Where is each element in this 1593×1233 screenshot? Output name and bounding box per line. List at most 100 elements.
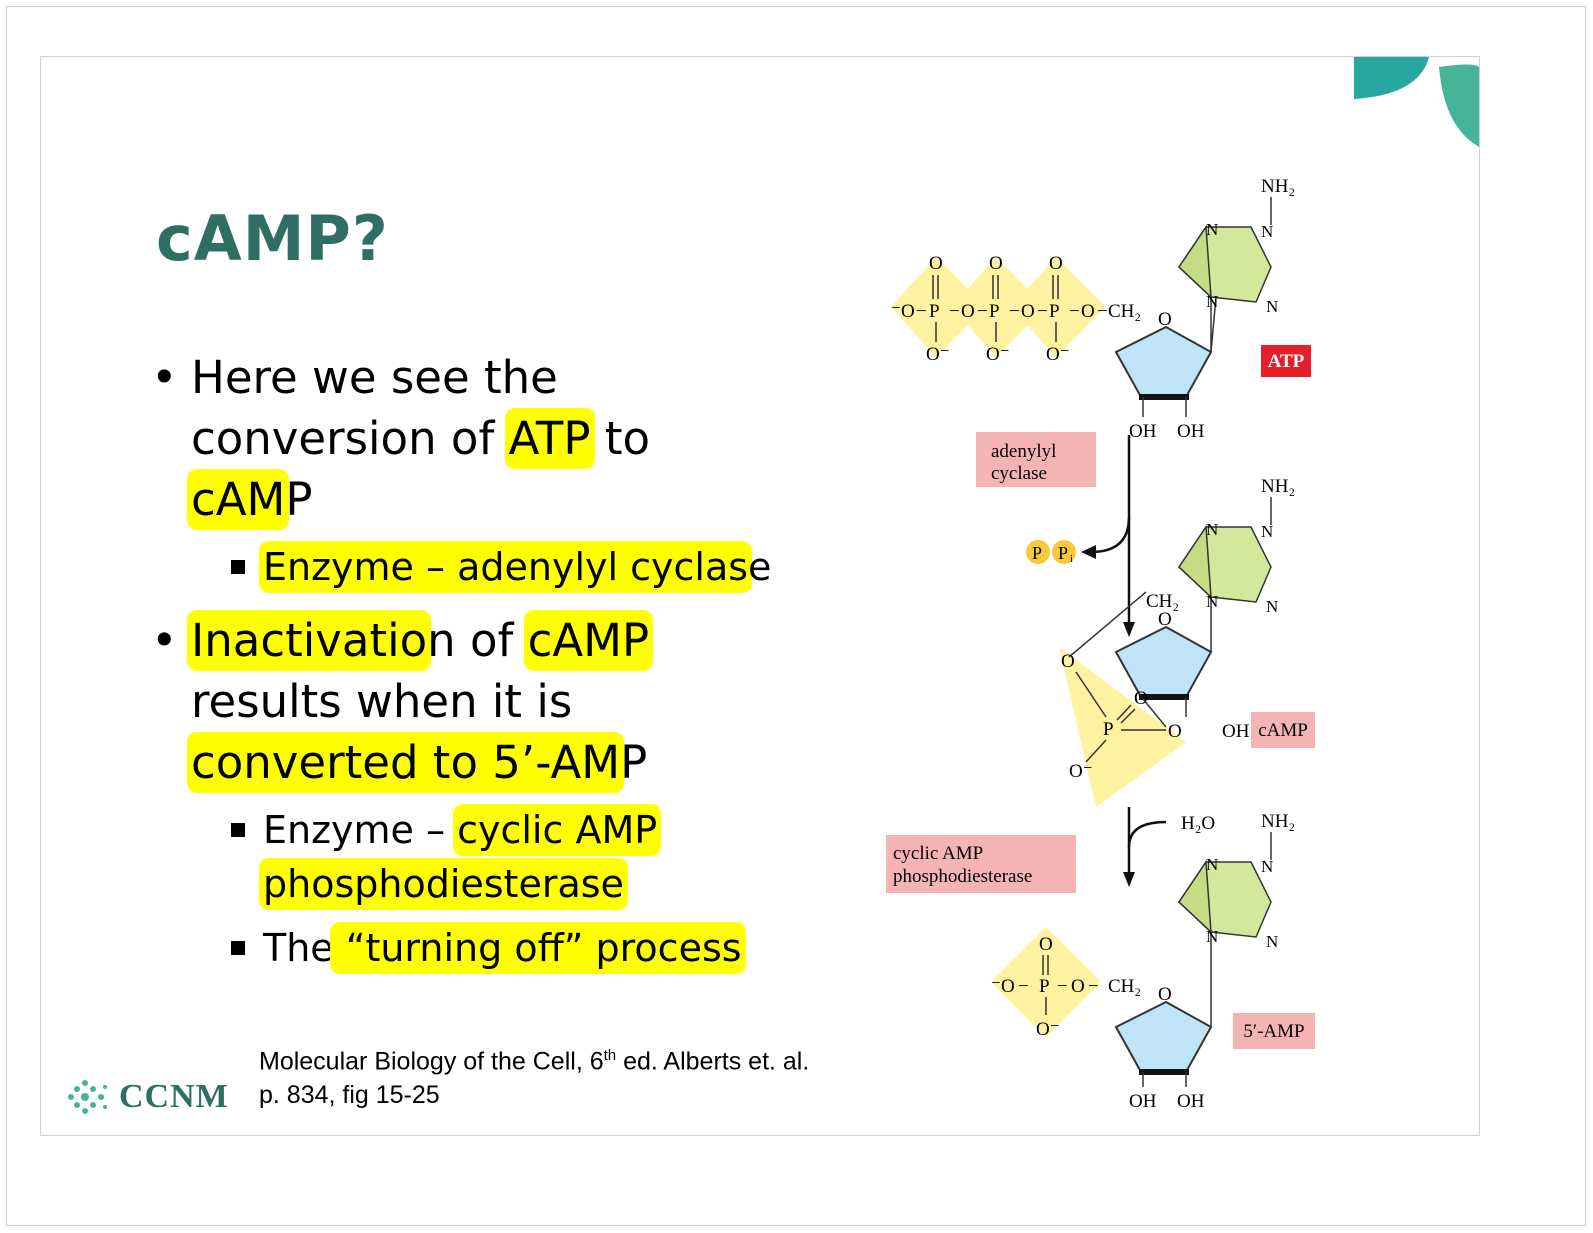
atom-o-bottom-3: O⁻ <box>1046 344 1070 365</box>
ppi-pi: P <box>1058 543 1068 563</box>
slide-title: cAMP? <box>156 202 389 275</box>
highlight-camp: cAM <box>191 473 286 526</box>
bullet-2-line-3b: P <box>620 736 648 789</box>
ppi-circle-1 <box>1026 540 1050 564</box>
slide: cAMP? Here we see the conversion of ATP … <box>40 56 1480 1136</box>
bullet-1: Here we see the conversion of ATP to cAM… <box>151 347 871 530</box>
svg-text:−: − <box>1057 976 1068 997</box>
atom-n-a1: N <box>1206 855 1218 874</box>
corner-decoration <box>1354 57 1479 147</box>
atom-n-3: N <box>1206 292 1218 311</box>
atom-o-camp-3: O <box>1168 721 1182 742</box>
svg-text:−: − <box>1069 301 1080 322</box>
atom-o-top-1: O <box>929 253 943 274</box>
citation-line-1: Molecular Biology of the Cell, 6 <box>259 1047 604 1076</box>
sub-bullet-1-tail: e <box>748 545 772 589</box>
water-label: H₂O <box>1181 813 1215 834</box>
enzyme-pde-line1: cyclic AMP <box>893 843 983 864</box>
leaf-cluster-icon <box>68 1080 107 1114</box>
atom-n-a2: N <box>1261 857 1273 876</box>
sub-bullet-2: Enzyme – cyclic AMP phosphodiesterase <box>151 803 871 911</box>
atom-p-3: P <box>1049 301 1060 322</box>
atom-o-minus-amp: ⁻O <box>991 976 1015 997</box>
atom-o-top-3: O <box>1049 253 1063 274</box>
atom-o-camp-1: O <box>1061 651 1075 672</box>
svg-text:−: − <box>1097 301 1108 322</box>
camp-label-box <box>1251 712 1315 748</box>
highlight-camp-2: cAMP <box>527 614 650 667</box>
amp-label-box <box>1233 1013 1315 1049</box>
atom-o-bottom-1: O⁻ <box>926 344 950 365</box>
ccnm-logo: CCNM <box>65 1077 229 1117</box>
enzyme-adenylyl-line2: cyclase <box>991 463 1047 484</box>
svg-text:−: − <box>1037 301 1048 322</box>
amp-molecule: ⁻O − P − O − CH₂ O O⁻ O OH OH N N N N NH… <box>991 811 1315 1112</box>
atom-n-c1: N <box>1206 520 1218 539</box>
sub-bullet-2-head: Enzyme – <box>263 808 458 852</box>
atom-ch2-atp: CH₂ <box>1108 301 1141 322</box>
sub-bullet-1: Enzyme – adenylyl cyclase <box>151 540 871 594</box>
svg-text:−: − <box>1009 301 1020 322</box>
atom-o-top-amp: O <box>1039 934 1053 955</box>
atom-o-ring-camp: O <box>1158 609 1172 630</box>
citation: Molecular Biology of the Cell, 6th ed. A… <box>259 1039 809 1112</box>
atom-oh-amp-1: OH <box>1129 1091 1157 1112</box>
highlight-enzyme-adenylyl: Enzyme – adenylyl cyclas <box>263 545 749 589</box>
enzyme-box-adenylyl-cyclase <box>976 432 1096 487</box>
bullet-1-line-3b: P <box>285 473 313 526</box>
atom-o-3: O <box>1081 301 1095 322</box>
camp-molecule: CH₂ O O P O O O⁻ OH N N N N NH₂ <box>1059 476 1315 807</box>
atom-nh2-amp: NH₂ <box>1261 811 1295 832</box>
atom-oh-camp: OH <box>1222 721 1250 742</box>
amp-label: 5′-AMP <box>1243 1021 1304 1042</box>
camp-reaction-diagram: ⁻O − P − O − P − O − P − O − CH₂ O O O <box>886 176 1315 1112</box>
highlight-converted: converted to 5’-AM <box>191 736 621 789</box>
atom-o-amp: O <box>1071 976 1085 997</box>
bullet-2-line-1b: n of <box>427 614 528 667</box>
atom-o-ring-atp: O <box>1158 309 1172 330</box>
highlight-turning-off: “turning off” process <box>333 926 742 970</box>
atom-o-bottom-amp: O⁻ <box>1036 1019 1060 1040</box>
atom-o-minus-camp: O⁻ <box>1069 761 1093 782</box>
atom-o-2: O <box>1021 301 1035 322</box>
enzyme-adenylyl-line1: adenylyl <box>991 441 1056 462</box>
atom-oh-1: OH <box>1129 421 1157 442</box>
svg-text:−: − <box>949 301 960 322</box>
bullet-1-line-2: conversion of <box>191 412 509 465</box>
logo-text: CCNM <box>119 1078 229 1115</box>
atom-p-camp: P <box>1103 719 1114 740</box>
atom-n-a3: N <box>1206 927 1218 946</box>
atp-molecule: ⁻O − P − O − P − O − P − O − CH₂ O O O <box>891 176 1311 442</box>
citation-line-1b: ed. Alberts et. al. <box>616 1047 810 1076</box>
atom-o-minus: ⁻O <box>891 301 915 322</box>
highlight-inactivation: Inactivatio <box>191 614 428 667</box>
atom-oh-amp-2: OH <box>1177 1091 1205 1112</box>
atom-p-amp: P <box>1039 976 1050 997</box>
ppi-circle-2 <box>1052 540 1076 564</box>
atom-nh2-camp: NH₂ <box>1261 476 1295 497</box>
atom-oh-2: OH <box>1177 421 1205 442</box>
svg-text:−: − <box>1018 976 1029 997</box>
atom-p-1: P <box>929 301 940 322</box>
svg-text:−: − <box>977 301 988 322</box>
atom-n-4: N <box>1266 297 1278 316</box>
atom-p-2: P <box>989 301 1000 322</box>
atom-n-c2: N <box>1261 522 1273 541</box>
screen-frame <box>6 6 1586 1226</box>
atom-ch2-camp: CH₂ <box>1146 591 1179 612</box>
ppi-sub: i <box>1070 553 1073 565</box>
citation-superscript: th <box>603 1047 617 1064</box>
bullet-2-line-2: results when it is <box>191 675 573 728</box>
atom-n-c3: N <box>1206 592 1218 611</box>
atom-o-ring-amp: O <box>1158 984 1172 1005</box>
atom-n-c4: N <box>1266 597 1278 616</box>
bullet-1-line-2b: to <box>590 412 650 465</box>
svg-text:−: − <box>1088 976 1099 997</box>
sub-bullet-3-head: The <box>263 926 334 970</box>
atom-o-top-2: O <box>989 253 1003 274</box>
citation-line-2: p. 834, fig 15-25 <box>259 1081 440 1110</box>
ppi-p: P <box>1032 543 1042 563</box>
svg-text:−: − <box>916 301 927 322</box>
atom-n-1: N <box>1206 220 1218 239</box>
bullet-1-line-1: Here we see the <box>191 351 558 404</box>
